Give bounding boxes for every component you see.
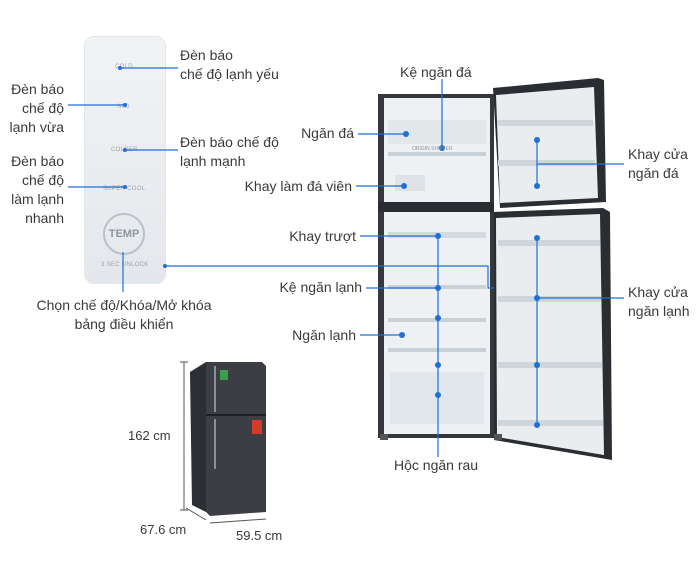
label-ice-tray: Khay làm đá viên xyxy=(244,178,352,194)
fridge-door-tray-2 xyxy=(498,296,601,302)
fridge-badge: ORIGIN SHIFTER xyxy=(412,146,453,152)
fridge-door-tray-3 xyxy=(498,362,602,368)
small-fridge-energy-label xyxy=(220,370,228,380)
label-fridge: Ngăn lạnh xyxy=(292,327,356,343)
small-fridge-sticker xyxy=(252,420,262,434)
unlock-text: 3 SEC UNLOCK xyxy=(101,262,149,268)
small-fridge-front xyxy=(206,362,266,516)
fridge-door-tray-1 xyxy=(498,240,600,246)
fridge-shelf-3 xyxy=(388,348,486,352)
mid-indicator-text: MID xyxy=(118,104,130,110)
label-fridge-shelf: Kệ ngăn lạnh xyxy=(279,279,362,295)
ice-tray xyxy=(395,175,425,191)
dimension-depth: 67.6 cm xyxy=(140,522,187,537)
cold-indicator-text: COLD xyxy=(115,64,133,70)
super-cool-indicator-text: SUPER COOL xyxy=(103,186,146,192)
fridge-door-inner xyxy=(496,214,604,455)
dimension-width: 59.5 cm xyxy=(236,528,283,543)
width-dimension-line xyxy=(209,518,267,524)
vegetable-drawer xyxy=(390,372,484,424)
dimension-height: 162 cm xyxy=(128,428,171,443)
label-freezer: Ngăn đá xyxy=(301,125,354,141)
depth-dimension-line xyxy=(185,507,207,521)
freezer-shelf-line xyxy=(388,152,486,156)
freezer-door-tray-bottom xyxy=(498,160,595,166)
compartment-divider xyxy=(378,202,494,212)
fridge-door-tray-4 xyxy=(498,420,603,426)
label-freezer-shelf: Kệ ngăn đá xyxy=(400,64,472,80)
small-fridge-handle-top xyxy=(214,366,216,412)
freezer-door-tray-top xyxy=(497,120,593,126)
temp-button-label: TEMP xyxy=(108,228,140,240)
small-fridge-handle-bottom xyxy=(214,419,216,469)
label-sliding-tray: Khay trượt xyxy=(289,228,356,244)
label-veg-drawer: Hộc ngăn rau xyxy=(394,457,479,473)
callout-dots xyxy=(118,66,540,428)
small-fridge-side xyxy=(190,362,206,512)
freezer-door-inner xyxy=(496,87,598,203)
temp-button[interactable]: TEMP xyxy=(103,213,145,255)
freezer-top-compartment xyxy=(388,120,486,144)
foot-left xyxy=(380,434,388,440)
foot-right xyxy=(494,434,502,440)
